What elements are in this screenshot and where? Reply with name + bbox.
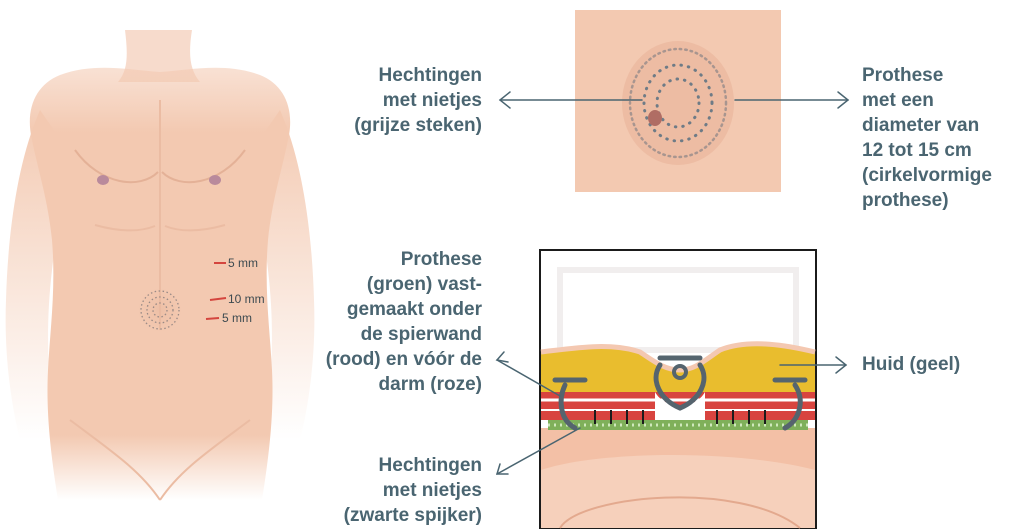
incision-label-2: 10 mm <box>228 292 265 306</box>
label-bottom-left: Hechtingen met nietjes (zwarte spijker) <box>300 453 482 528</box>
mesh-topview-panel <box>575 10 781 192</box>
incision-label-1: 5 mm <box>228 256 258 270</box>
torso-illustration <box>6 30 315 500</box>
cross-section-panel <box>540 250 816 528</box>
label-top-left: Hechtingen met nietjes (grijze steken) <box>300 63 482 138</box>
incision-label-3: 5 mm <box>222 311 252 325</box>
label-mid-right: Huid (geel) <box>862 352 960 377</box>
label-mid-left: Prothese (groen) vast- gemaakt onder de … <box>282 247 482 397</box>
label-top-right: Prothese met een diameter van 12 tot 15 … <box>862 63 992 213</box>
